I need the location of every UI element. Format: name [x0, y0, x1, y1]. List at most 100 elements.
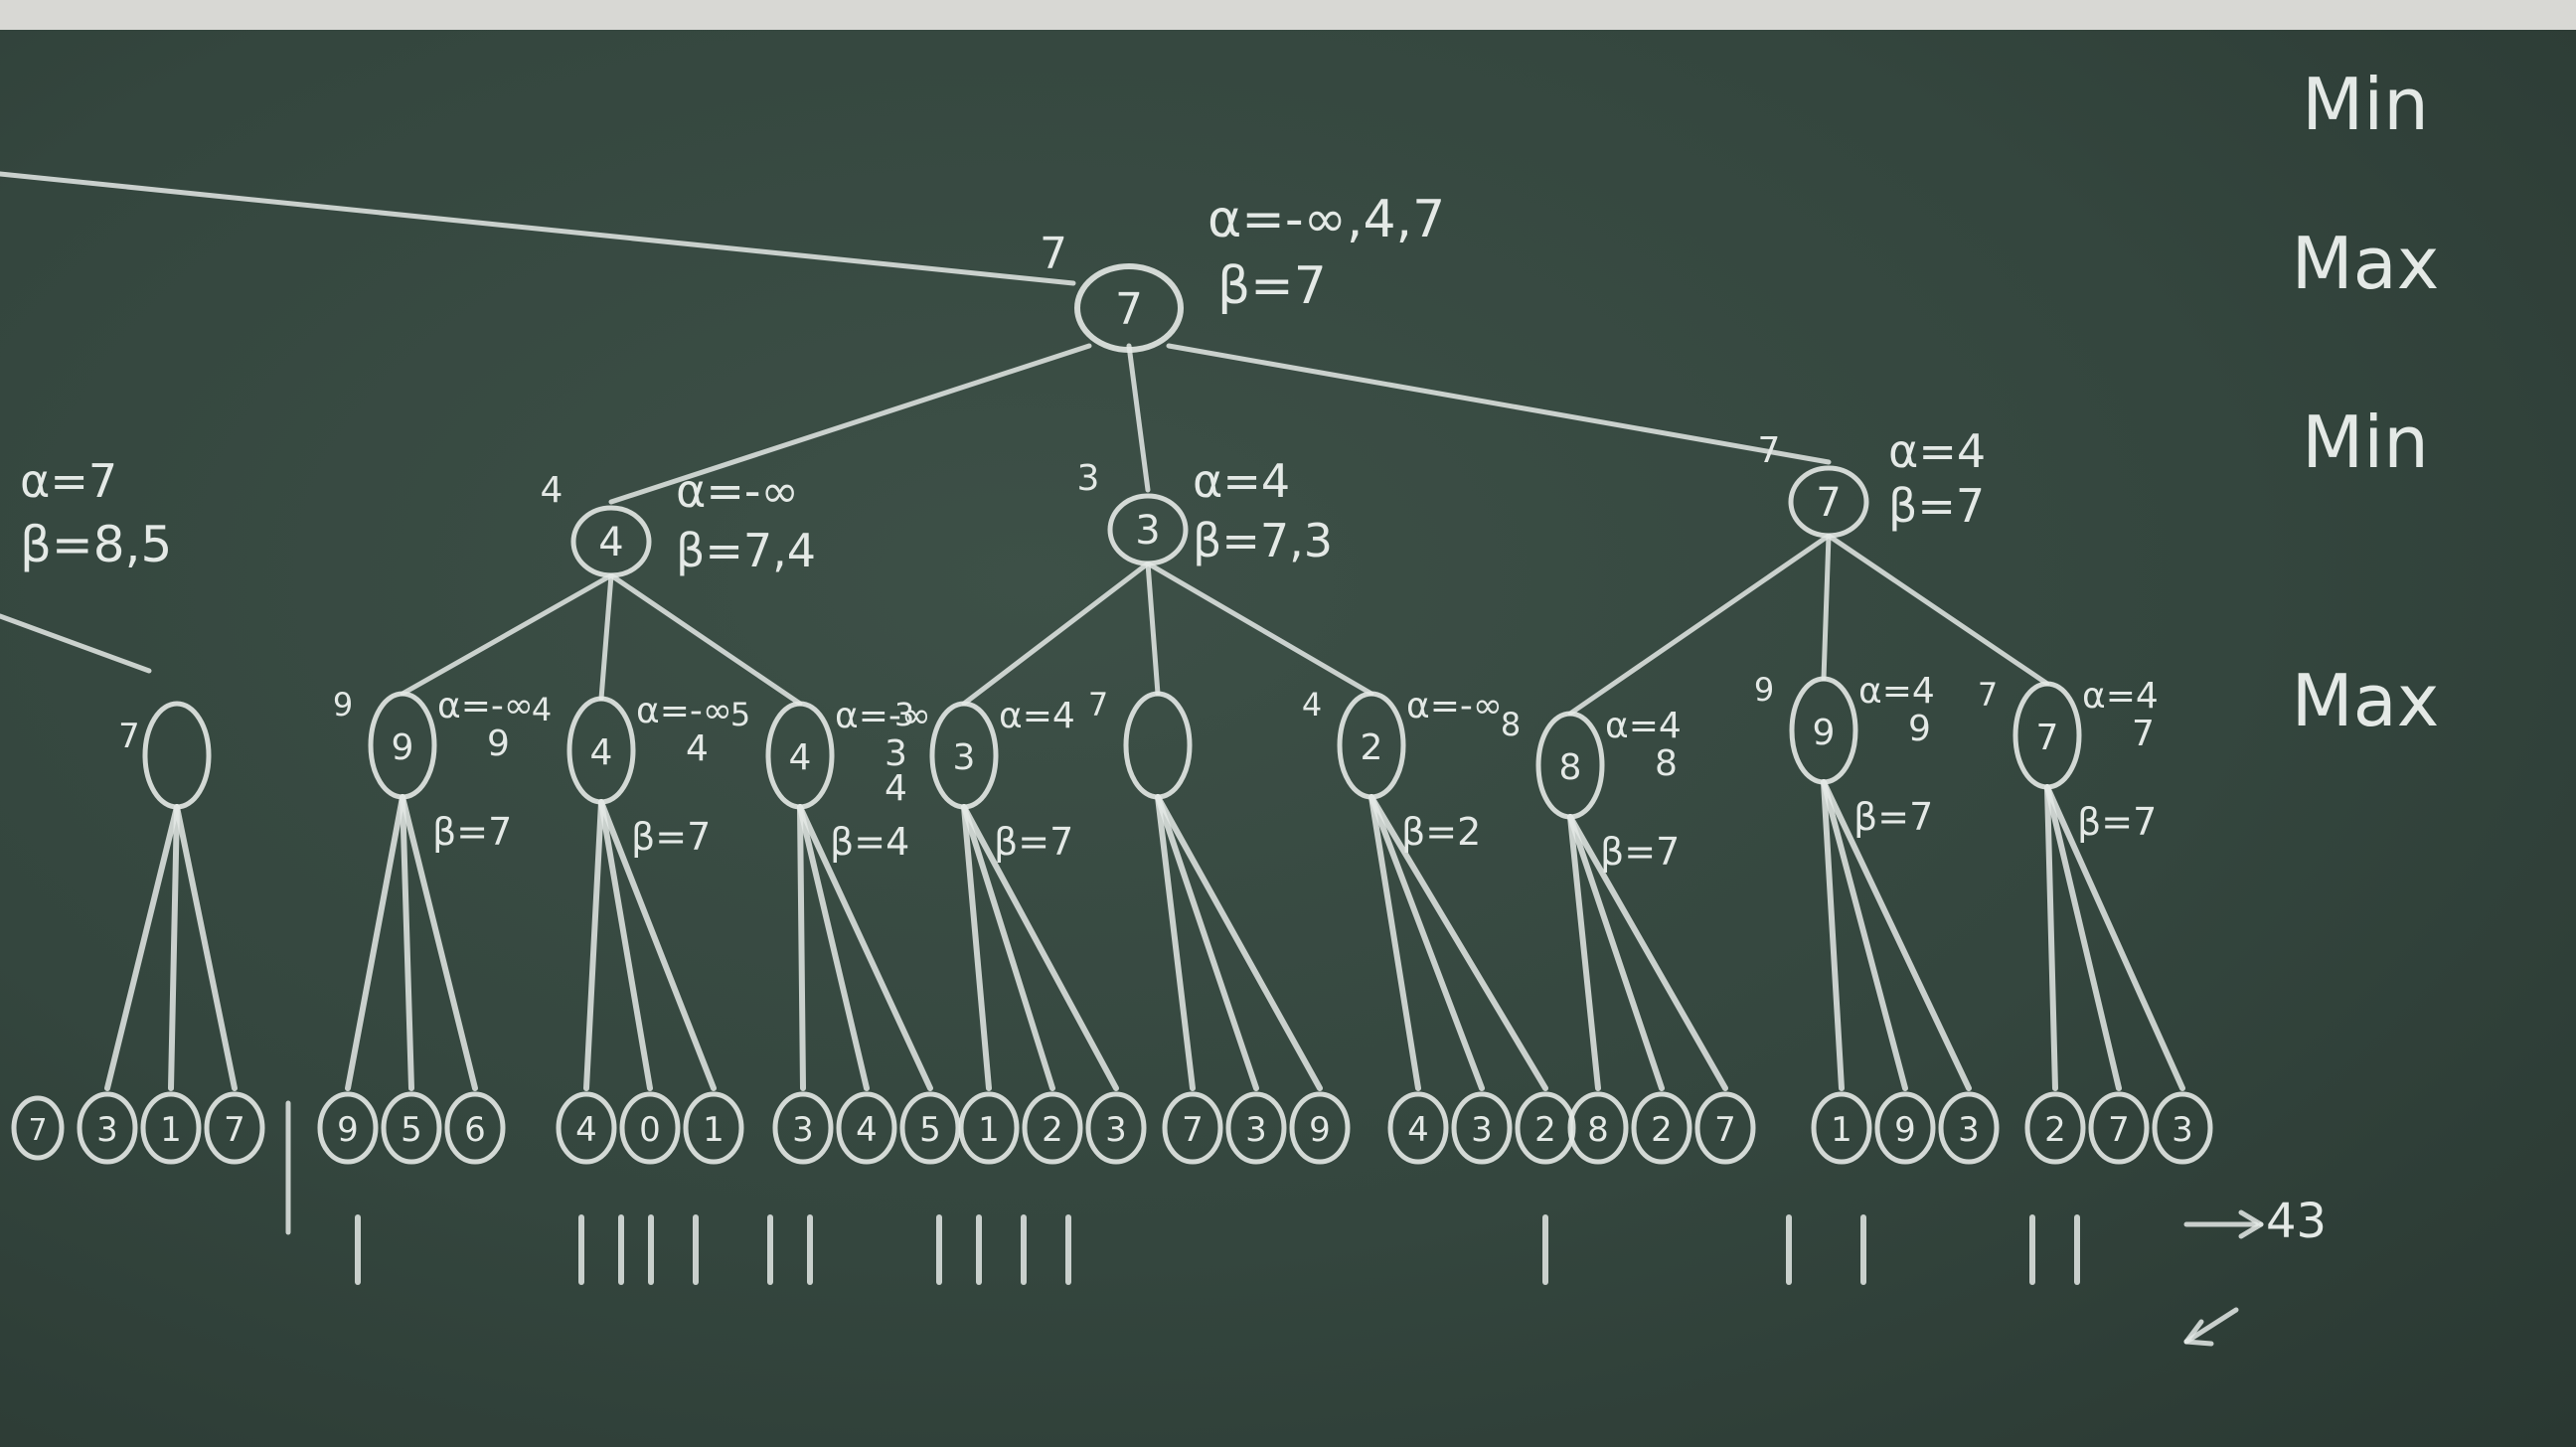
- max-node-value: 9: [392, 727, 414, 768]
- leaf-value: 5: [919, 1110, 941, 1150]
- max-node-alpha: α=4: [1605, 706, 1682, 746]
- min-node-beta: β=7: [1888, 479, 1985, 533]
- edge-min-max: [961, 561, 1151, 707]
- max-node-alpha-update: 3: [885, 733, 907, 774]
- max-node-label: 5: [730, 696, 750, 733]
- max-node-label: 4: [1302, 686, 1322, 724]
- max-node-label: 9: [1754, 671, 1774, 709]
- max-node-alpha-update: 4: [686, 728, 709, 769]
- edge-min-max: [1826, 533, 2050, 687]
- edge-max-leaf: [961, 804, 992, 1091]
- max-node-alpha: α=4: [1858, 671, 1935, 712]
- max-node-beta: β=7: [1600, 830, 1680, 874]
- leaf-node: [77, 1091, 138, 1165]
- min-node-value: 3: [1135, 508, 1160, 554]
- leaf-value: 7: [1714, 1110, 1736, 1150]
- level-label: Min: [2302, 63, 2429, 146]
- leaf-node: [899, 1091, 961, 1165]
- edge-max-leaf: [1821, 779, 1845, 1091]
- edge-root-parent: [0, 171, 1076, 286]
- leaf-node: [836, 1091, 897, 1165]
- edge-max-leaf: [1368, 794, 1421, 1091]
- left-partial-max-node: [142, 701, 212, 810]
- leaf-node: [444, 1091, 506, 1165]
- edge-max-leaf: [1821, 779, 1972, 1091]
- max-node-beta: β=4: [830, 820, 909, 864]
- leaf-node: [683, 1091, 744, 1165]
- leaf-node: [1515, 1091, 1576, 1165]
- max-node-alpha: α=4: [999, 696, 1075, 736]
- leaf-value: 1: [978, 1110, 1000, 1150]
- leaf-node: [619, 1091, 681, 1165]
- edge-root-min: [608, 343, 1092, 505]
- edge-max-leaf: [961, 804, 1055, 1091]
- max-node-alpha: α=4: [2082, 676, 2159, 717]
- leaf-value: 1: [1831, 1110, 1852, 1150]
- edge-max-leaf: [598, 799, 653, 1091]
- edge-max-leaf: [1567, 814, 1728, 1091]
- edge-max-leaf: [2044, 784, 2122, 1091]
- edge-min-max: [1821, 533, 1832, 682]
- edge-max-leaf: [1155, 794, 1196, 1091]
- max-node-value: 7: [2036, 718, 2059, 758]
- edge-max-leaf: [2044, 784, 2058, 1091]
- min-node-alpha: α=-∞: [676, 464, 799, 518]
- max-node-alpha: α=-∞: [835, 696, 931, 736]
- max-node-alpha-update: 9: [487, 724, 510, 764]
- root-alpha: α=-∞,4,7: [1208, 190, 1445, 249]
- edge-min-max: [598, 572, 614, 702]
- edge-max-leaf: [104, 804, 180, 1091]
- edge-max-leaf: [797, 804, 870, 1091]
- max-node-alpha-update: 7: [2132, 714, 2155, 754]
- max-node-beta: β=2: [1401, 810, 1481, 854]
- leaf-value: 1: [160, 1110, 182, 1150]
- leaf-node: [1938, 1091, 2000, 1165]
- tally-note: 43: [2266, 1194, 2327, 1249]
- edge-max-leaf: [1567, 814, 1601, 1091]
- leaf-node: [2024, 1091, 2086, 1165]
- min-node-alpha: α=4: [1193, 454, 1290, 508]
- leaf-node: [772, 1091, 834, 1165]
- leaf-node: [1451, 1091, 1513, 1165]
- leaf-value: 7: [224, 1110, 245, 1150]
- leaf-value: 1: [703, 1110, 724, 1150]
- leaf-node: [1694, 1091, 1756, 1165]
- tally-arrow: [2238, 1209, 2264, 1227]
- max-node-alpha: α=-∞: [437, 686, 534, 726]
- max-node-value: 4: [590, 732, 613, 773]
- leaf-node: [317, 1091, 379, 1165]
- edge-max-leaf: [2044, 784, 2185, 1091]
- root-beta: β=7: [1217, 256, 1327, 316]
- edge-min-max: [1145, 561, 1374, 697]
- level-label: Max: [2292, 222, 2440, 305]
- leaf-node: [1225, 1091, 1287, 1165]
- leaf-node: [1289, 1091, 1351, 1165]
- leaf-node: [381, 1091, 442, 1165]
- edge-max-leaf: [1155, 794, 1259, 1091]
- edge-max-leaf: [345, 794, 405, 1091]
- edge-max-leaf: [400, 794, 414, 1091]
- leaf-value: 9: [337, 1110, 359, 1150]
- edge-max-leaf: [1821, 779, 1908, 1091]
- max-node-label: 7: [1088, 686, 1108, 724]
- leaf-value: 2: [1651, 1110, 1673, 1150]
- edge-max-leaf: [1368, 794, 1485, 1091]
- board-top-ledge: [0, 0, 2576, 30]
- max-node-label: 8: [1501, 706, 1521, 743]
- edge-max-leaf: [797, 804, 933, 1091]
- leaf-value: 9: [1309, 1110, 1331, 1150]
- root-node-label: 7: [1040, 229, 1067, 279]
- min-node-beta: β=7,3: [1193, 514, 1333, 567]
- leaf-value: 2: [2044, 1110, 2066, 1150]
- leaf-value: 3: [1105, 1110, 1127, 1150]
- leaf-value: 3: [1245, 1110, 1267, 1150]
- leaf-node: [1387, 1091, 1449, 1165]
- edge-max-leaf: [1567, 814, 1665, 1091]
- leaf-value: 7: [1182, 1110, 1204, 1150]
- leaf-node: [1022, 1091, 1083, 1165]
- leaf-node: [958, 1091, 1020, 1165]
- leaf-value: 8: [1587, 1110, 1609, 1150]
- tally-arrow: [2238, 1221, 2264, 1239]
- leaf-value: 9: [1894, 1110, 1916, 1150]
- max-node-label: 7: [1978, 676, 1998, 714]
